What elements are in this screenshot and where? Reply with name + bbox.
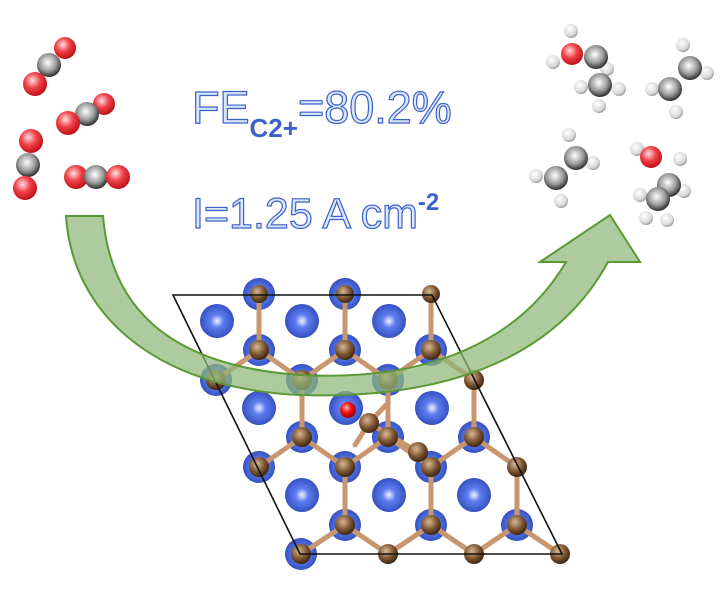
co2-molecule-3 <box>13 129 43 200</box>
faradaic-efficiency-label: FEC2+=80.2% <box>191 81 452 143</box>
co2-molecule-4 <box>64 165 130 189</box>
reaction-arrow <box>64 213 642 397</box>
co2-molecules <box>13 37 130 200</box>
current-density-value: I=1.25 A cm <box>191 189 418 238</box>
ethylene-molecule-2 <box>529 128 600 208</box>
ethylene-molecule-1 <box>645 38 714 119</box>
product-molecules <box>529 24 714 227</box>
unit-cell-outline <box>171 294 564 555</box>
current-density-exponent: -2 <box>417 189 440 216</box>
co2-molecule-2 <box>56 93 115 135</box>
ethanol-molecule-1 <box>546 24 626 113</box>
co2-molecule-1 <box>23 37 76 96</box>
fe-value: =80.2% <box>297 81 452 133</box>
adsorbate-oxygen <box>340 402 356 418</box>
ethanol-molecule-2 <box>630 142 691 227</box>
fe-subscript: C2+ <box>249 113 298 143</box>
catalyst-lattice <box>171 278 570 570</box>
current-density-label: I=1.25 A cm-2 <box>191 189 440 239</box>
fe-prefix: FE <box>191 81 250 133</box>
